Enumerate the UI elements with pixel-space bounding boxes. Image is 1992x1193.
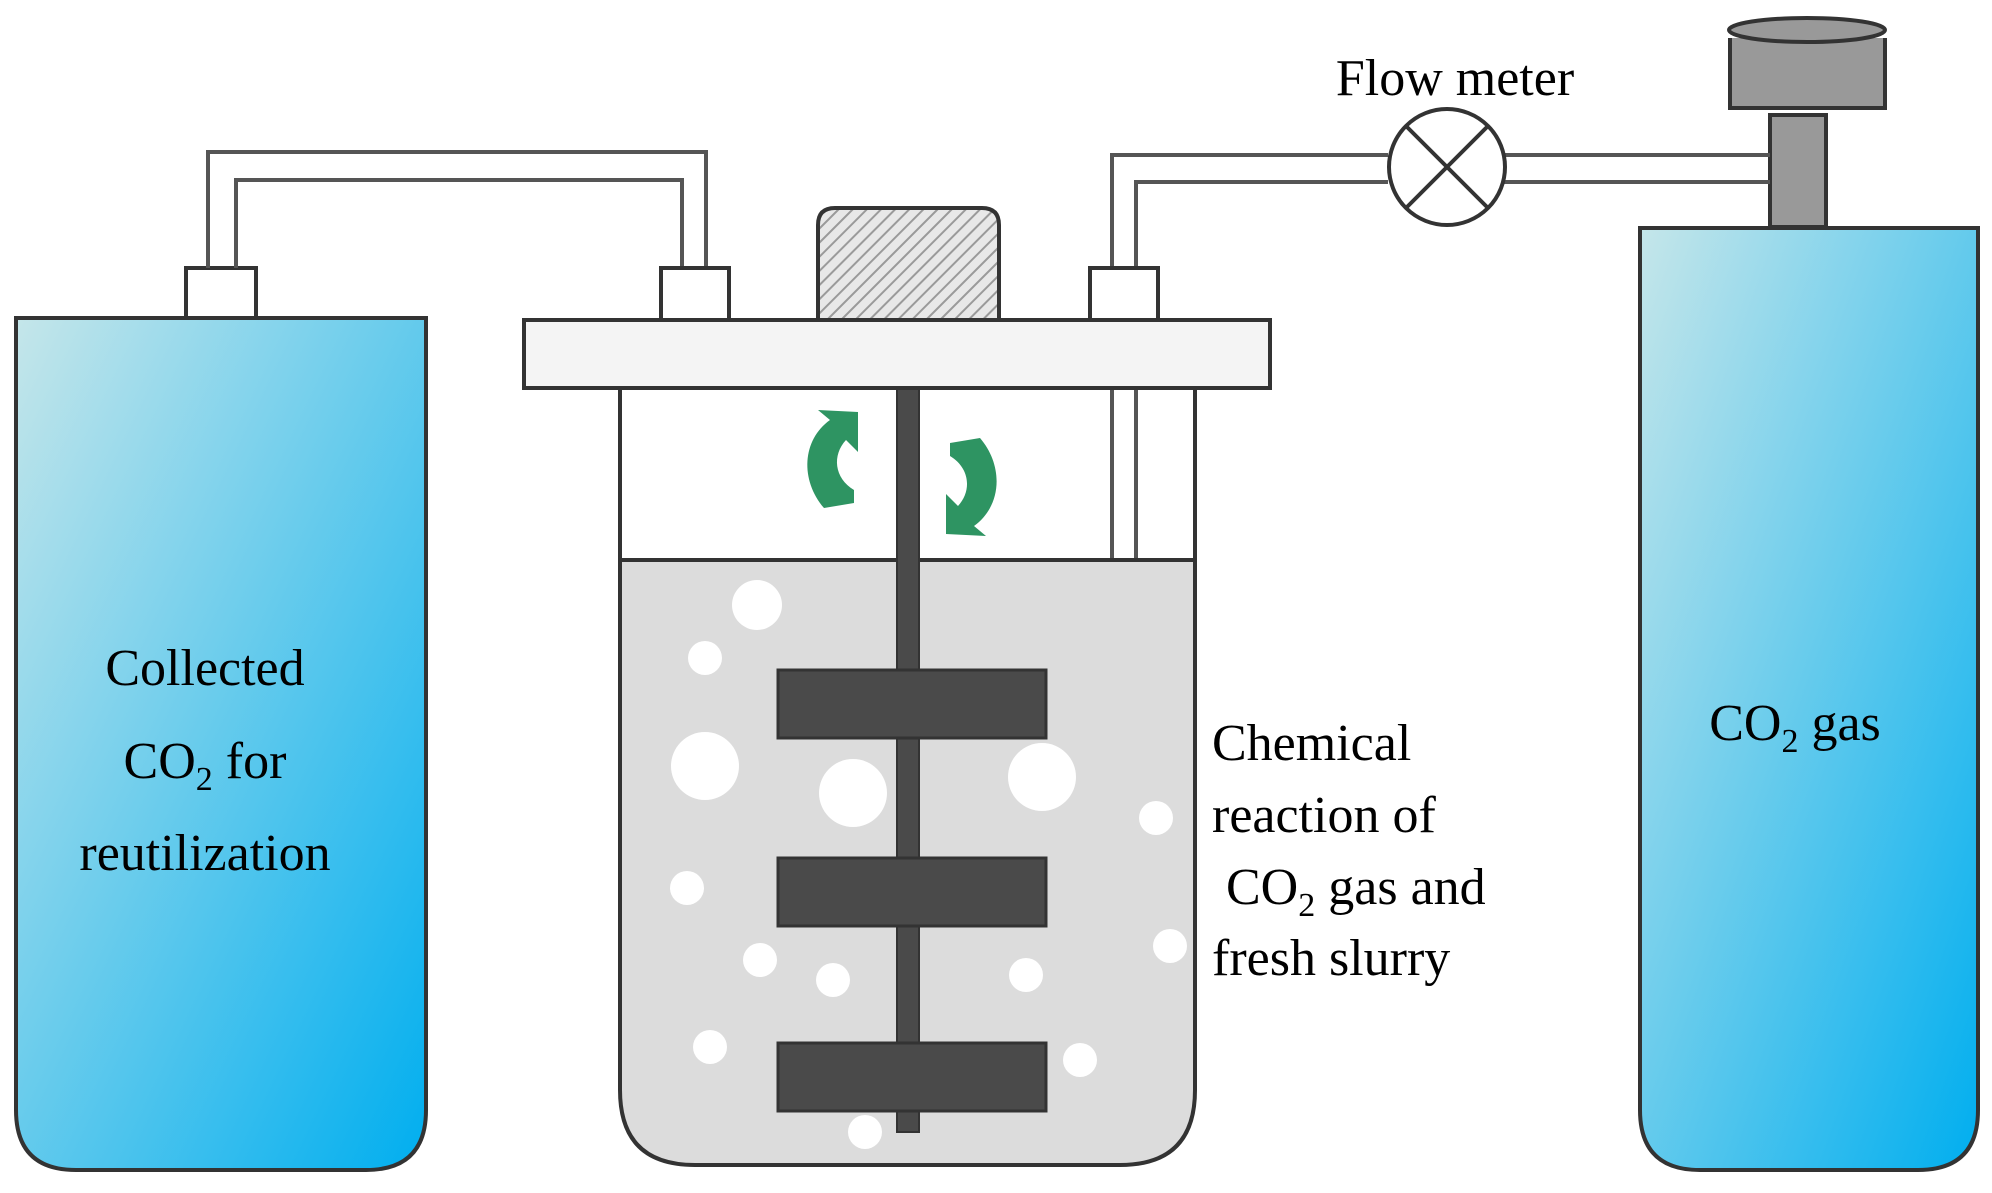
reaction-label-line2: reaction of: [1212, 787, 1436, 844]
left-tank-body: [14, 316, 428, 1172]
reaction-label-line3: CO2 gas and: [1226, 859, 1486, 924]
regulator-cap: [1728, 38, 1887, 110]
bubble: [816, 963, 850, 997]
lid-port-left: [659, 266, 731, 322]
bubble: [1008, 743, 1076, 811]
paddle-top: [776, 668, 1048, 740]
bubble: [1153, 929, 1187, 963]
bubble: [670, 871, 704, 905]
lid-port-right: [1088, 266, 1160, 322]
reaction-label-line1: Chemical: [1212, 715, 1411, 772]
rotation-arrows-icon: [807, 410, 997, 536]
bubble: [671, 732, 739, 800]
bubble: [743, 943, 777, 977]
bubble: [848, 1115, 882, 1149]
paddle-middle: [776, 856, 1048, 928]
regulator-stem: [1768, 113, 1828, 229]
bubble: [1009, 958, 1043, 992]
reactor: [522, 206, 1272, 1167]
left-pipe-inner: [234, 178, 684, 268]
right-pipe-outer-a: [1110, 153, 1388, 268]
bubbles: [670, 580, 1187, 1149]
left-tank-label-line3: reutilization: [79, 825, 330, 882]
right-tank-label: CO2 gas: [1709, 695, 1881, 760]
stirrer-shaft: [896, 379, 920, 1133]
bubble: [1139, 801, 1173, 835]
left-tank-port: [184, 266, 258, 320]
regulator-cap-top: [1727, 16, 1887, 44]
bubble: [693, 1030, 727, 1064]
right-pipe-inner-a: [1134, 180, 1388, 268]
right-tank: [1638, 16, 1980, 1172]
flow-meter-cross-b: [1404, 124, 1490, 210]
reaction-label-line4: fresh slurry: [1212, 930, 1450, 987]
bubble: [819, 759, 887, 827]
bubble: [688, 641, 722, 675]
flow-meter: [1387, 107, 1507, 227]
flow-meter-label: Flow meter: [1336, 50, 1574, 107]
left-tank-label-line2: CO2 for: [124, 733, 287, 798]
reaction-label: Chemical reaction of CO2 gas and fresh s…: [1212, 715, 1486, 987]
left-pipe-outer: [206, 150, 708, 268]
left-tank-label: Collected CO2 for reutilization: [79, 640, 330, 882]
right-tank-body: [1638, 226, 1980, 1172]
left-tank-label-line1: Collected: [105, 640, 304, 697]
vessel-wall: [618, 388, 1197, 1167]
left-tank: [14, 266, 428, 1172]
reactor-lid: [522, 318, 1272, 390]
stirrer-motor: [816, 206, 1001, 322]
bubble: [732, 580, 782, 630]
paddle-bottom: [776, 1041, 1048, 1113]
bubble: [1063, 1043, 1097, 1077]
